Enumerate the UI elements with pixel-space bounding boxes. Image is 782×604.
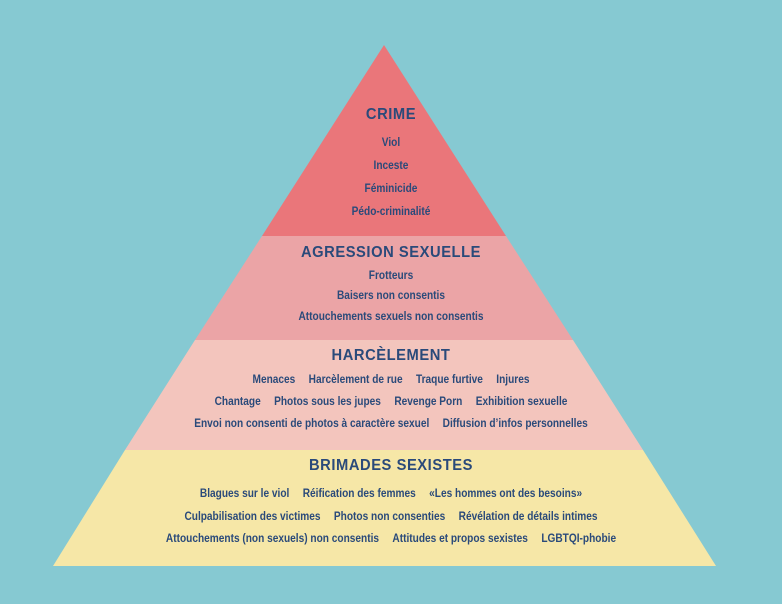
- tier-harcelement-line: Menaces Harcèlement de rue Traque furtiv…: [47, 374, 735, 386]
- tier-crime-title: CRIME: [365, 106, 417, 123]
- item: Baisers non consentis: [337, 290, 445, 302]
- tier-harcelement-shape: [125, 340, 643, 450]
- tier-harcelement-line: Chantage Photos sous les jupes Revenge P…: [47, 396, 735, 408]
- item: Chantage: [214, 396, 261, 408]
- tier-agression-line: Frotteurs: [47, 270, 735, 282]
- item: Pédo-criminalité: [351, 206, 431, 218]
- tier-brimades-line: Attouchements (non sexuels) non consenti…: [47, 533, 735, 545]
- tier-brimades-line: Blagues sur le viol Réification des femm…: [47, 488, 735, 500]
- tier-crime-line: Féminicide: [47, 183, 735, 195]
- item: Révélation de détails intimes: [458, 511, 598, 523]
- tier-crime-line: Pédo-criminalité: [47, 206, 735, 218]
- item: Culpabilisation des victimes: [184, 511, 321, 523]
- tier-agression-line: Baisers non consentis: [47, 290, 735, 302]
- item: Menaces: [252, 374, 296, 386]
- item: Photos sous les jupes: [274, 396, 381, 408]
- tier-agression-shape: [195, 236, 573, 340]
- item: Attouchements sexuels non consentis: [298, 311, 484, 323]
- item: Inceste: [373, 160, 409, 172]
- item: Exhibition sexuelle: [475, 396, 568, 408]
- tier-harcelement-line: Envoi non consenti de photos à caractère…: [47, 418, 735, 430]
- tier-brimades-line: Culpabilisation des victimes Photos non …: [47, 511, 735, 523]
- item: Attitudes et propos sexistes: [392, 533, 528, 545]
- tier-harcelement-title: HARCÈLEMENT: [331, 347, 451, 364]
- item: Injures: [496, 374, 530, 386]
- item: Photos non consenties: [333, 511, 446, 523]
- item: Réification des femmes: [302, 488, 416, 500]
- tier-crime-line: Viol: [47, 137, 735, 149]
- item: Revenge Porn: [394, 396, 463, 408]
- tier-agression-line: Attouchements sexuels non consentis: [47, 311, 735, 323]
- tier-agression-title: AGRESSION SEXUELLE: [300, 244, 482, 261]
- item: Viol: [381, 137, 401, 149]
- item: Diffusion d’infos personnelles: [442, 418, 588, 430]
- item: Attouchements (non sexuels) non consenti…: [165, 533, 380, 545]
- item: «Les hommes ont des besoins»: [429, 488, 583, 500]
- item: Frotteurs: [368, 270, 414, 282]
- item: Féminicide: [364, 183, 418, 195]
- item: LGBTQI-phobie: [541, 533, 617, 545]
- tier-brimades-shape: [53, 450, 716, 566]
- item: Traque furtive: [415, 374, 483, 386]
- item: Envoi non consenti de photos à caractère…: [194, 418, 430, 430]
- tier-crime-shape: [262, 45, 506, 236]
- tier-brimades-title: BRIMADES SEXISTES: [309, 457, 473, 474]
- tier-crime-line: Inceste: [47, 160, 735, 172]
- item: Blagues sur le viol: [199, 488, 290, 500]
- item: Harcèlement de rue: [308, 374, 403, 386]
